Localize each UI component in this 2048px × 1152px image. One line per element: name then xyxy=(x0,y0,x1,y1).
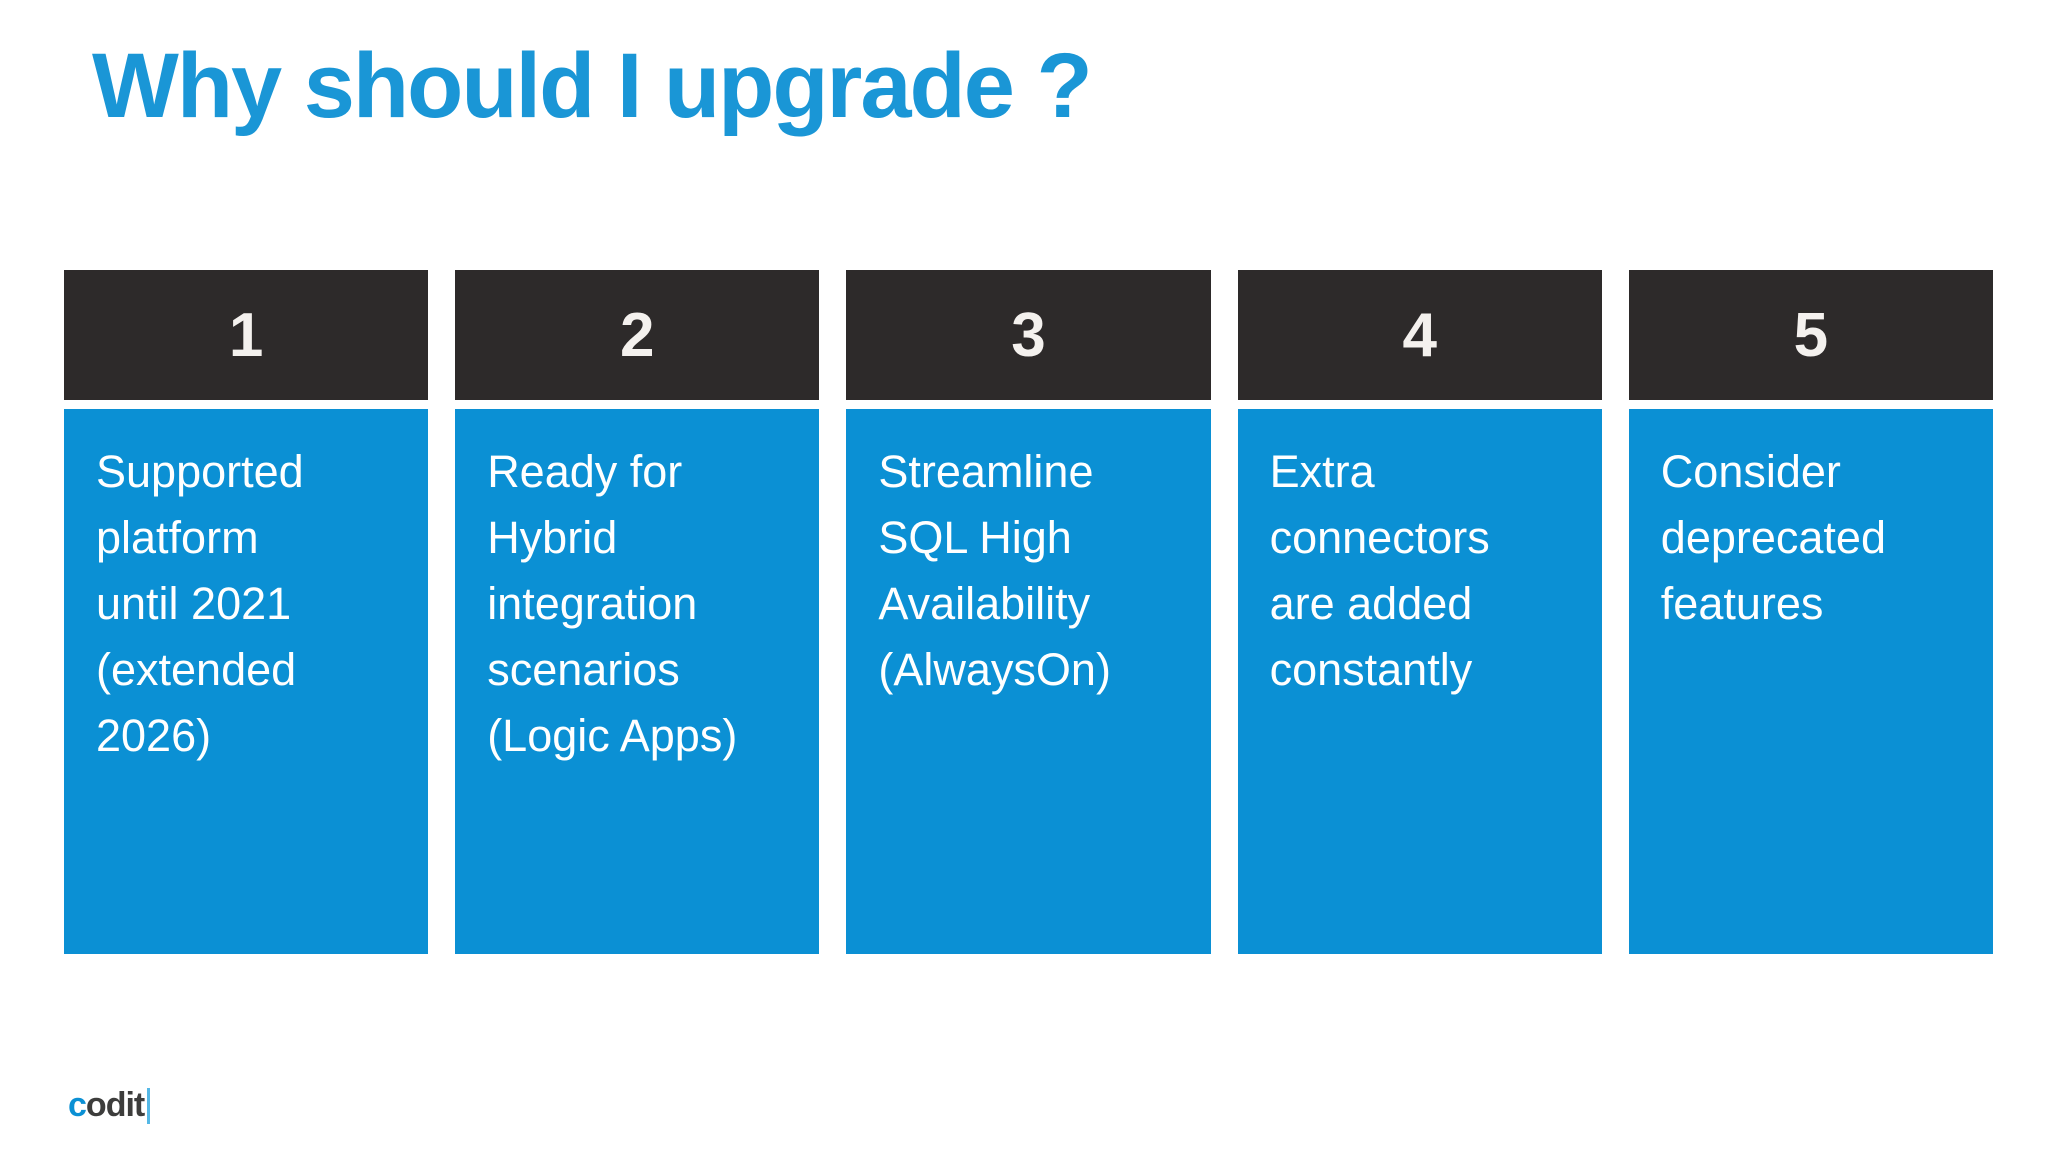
reason-card: 5 Consider deprecated features xyxy=(1628,270,1993,954)
reason-number-header: 4 xyxy=(1237,270,1602,400)
reason-text: Supported platform until 2021 (extended … xyxy=(64,409,429,954)
reason-text: Extra connectors are added constantly xyxy=(1237,409,1602,954)
reason-number: 3 xyxy=(1011,300,1046,370)
logo-text-c: c xyxy=(68,1086,87,1124)
logo-text-odit: odit xyxy=(85,1086,145,1124)
reason-card: 2 Ready for Hybrid integration scenarios… xyxy=(455,270,820,954)
reason-text: Streamline SQL High Availability (Always… xyxy=(846,409,1211,954)
reason-number-header: 3 xyxy=(846,270,1211,400)
reason-card: 1 Supported platform until 2021 (extende… xyxy=(64,270,429,954)
cards-row: 1 Supported platform until 2021 (extende… xyxy=(64,270,1993,954)
reason-number: 4 xyxy=(1402,300,1437,370)
reason-card: 3 Streamline SQL High Availability (Alwa… xyxy=(846,270,1211,954)
reason-number: 5 xyxy=(1793,300,1829,370)
reason-number: 2 xyxy=(620,300,655,370)
logo-cursor-bar xyxy=(147,1087,151,1124)
reason-number: 1 xyxy=(228,300,264,370)
reason-number-header: 2 xyxy=(455,270,820,400)
reason-number-header: 1 xyxy=(64,270,429,400)
reason-number-header: 5 xyxy=(1628,270,1993,400)
reason-card: 4 Extra connectors are added constantly xyxy=(1237,270,1602,954)
reason-text: Ready for Hybrid integration scenarios (… xyxy=(455,409,820,954)
reason-text: Consider deprecated features xyxy=(1628,409,1993,954)
slide-title: Why should I upgrade ? xyxy=(92,35,1093,137)
